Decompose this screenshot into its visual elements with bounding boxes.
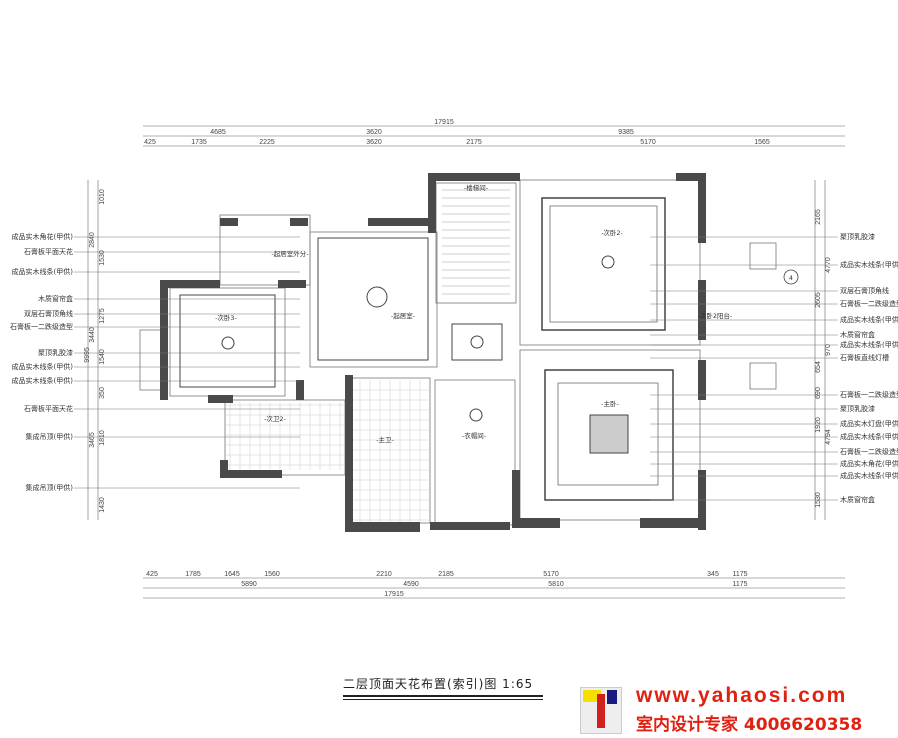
dim-top: 2175 (466, 139, 482, 146)
callout-label: 木质窗帘盒 (840, 330, 875, 339)
dim-top: 1735 (191, 139, 207, 146)
brand-tagline: 室内设计专家 4006620358 (636, 715, 863, 735)
dim-top: 2225 (259, 139, 275, 146)
callout-label: 木质窗帘盒 (840, 495, 875, 504)
room-label-closet: -衣帽间- (462, 431, 487, 440)
dim-right: 2165 (815, 209, 822, 225)
dim-left: 1810 (99, 430, 106, 446)
brand-url[interactable]: www.yahaosi.com (636, 684, 848, 707)
dim-left: 1540 (99, 349, 106, 365)
callout-label: 集成吊顶(甲供) (26, 432, 74, 441)
callout-label: 成品实木线条(甲供) (840, 315, 898, 324)
dim-bottom: 4590 (403, 581, 419, 588)
callout-label: 成品实木线条(甲供) (12, 362, 74, 371)
dim-right: 1920 (815, 417, 822, 433)
callout-label: 集成吊顶(甲供) (26, 483, 74, 492)
room-label-balcony2: -次卧2阳台- (698, 311, 733, 320)
dim-right: 2605 (815, 292, 822, 308)
dim-left: 1275 (99, 308, 106, 324)
callout-label: 成品实木线条(甲供) (840, 432, 898, 441)
callout-label: 成品实木线条(甲供) (12, 376, 74, 385)
dim-top: 3620 (366, 139, 382, 146)
room-label-bedroom2: -次卧2- (601, 228, 623, 237)
callout-label: 石膏板一二跌级造型 (840, 390, 898, 399)
dim-bottom: 2210 (376, 571, 392, 578)
dim-left: 350 (99, 387, 106, 399)
callout-label: 石膏板平面天花 (24, 247, 73, 256)
callout-label: 石膏板平面天花 (24, 404, 73, 413)
index-symbol (783, 269, 799, 285)
dim-bottom: 1175 (732, 581, 747, 588)
dim-top: 425 (144, 139, 156, 146)
callout-label: 成品实木角花(甲供) (840, 459, 898, 468)
drawing-title: 二层顶面天花布置(索引)图 1:65 (343, 675, 543, 700)
dim-bottom: 2185 (438, 571, 454, 578)
walls (160, 173, 706, 532)
callout-label: 聚顶乳胶漆 (38, 348, 73, 357)
callout-label: 成品实木线条(甲供) (840, 471, 898, 480)
room-label-master_bath: -主卫- (376, 435, 394, 444)
dim-bottom: 5890 (241, 581, 257, 588)
dim-total-top: 17915 (434, 119, 454, 126)
dim-left: 3440 (89, 327, 96, 343)
dimension-lines (87, 125, 845, 599)
room-label-living: -起居室- (391, 311, 416, 320)
callout-label: 成品实木线条(甲供) (12, 267, 74, 276)
dim-top: 1565 (754, 139, 770, 146)
dim-left-total: 9995 (84, 347, 91, 363)
callout-label: 聚顶乳胶漆 (840, 404, 875, 413)
dim-left: 3465 (89, 432, 96, 448)
dim-bottom: 1645 (224, 571, 240, 578)
room-label-index_mark: 4 (789, 274, 793, 282)
dim-top: 5170 (640, 139, 656, 146)
dim-right: 654 (815, 361, 822, 373)
callout-label: 石膏板一二跌级造型 (840, 447, 898, 456)
dim-right: 690 (815, 387, 822, 399)
dim-total-bottom: 17915 (384, 591, 404, 598)
dim-left: 2840 (89, 232, 96, 248)
dim-bottom: 345 (707, 571, 719, 578)
dim-bottom: 1785 (185, 571, 201, 578)
callout-label: 石膏板直线灯槽 (840, 353, 889, 362)
callout-label: 石膏板一二跌级造型 (10, 322, 73, 331)
dim-top: 9385 (618, 129, 634, 136)
dim-bottom: 425 (146, 571, 158, 578)
dim-left: 1430 (99, 497, 106, 513)
room-label-bedroom3: -次卧3- (215, 313, 237, 322)
room-label-living_ext: -起居室外分- (271, 249, 309, 258)
callout-label: 成品实木角花(甲供) (12, 232, 74, 241)
dim-top: 4685 (210, 129, 226, 136)
room-label-master: -主卧- (601, 399, 619, 408)
dim-top: 3620 (366, 129, 382, 136)
callout-label: 成品实木线条(甲供) (840, 260, 898, 269)
dim-bottom: 5810 (548, 581, 564, 588)
room-label-stair: -楼梯间- (464, 183, 489, 192)
dim-right: 970 (825, 344, 832, 356)
floor-plan: -次卧3- -起居室外分- -起居室- -楼梯间- -次卧2- -次卧2阳台- -主卧- -次… (139, 173, 799, 532)
callout-label: 木质窗帘盒 (38, 294, 73, 303)
callout-label: 双层石膏顶角线 (24, 309, 73, 318)
dim-bottom: 1175 (732, 571, 747, 578)
dim-bottom: 5170 (543, 571, 559, 578)
dim-bottom: 1560 (264, 571, 280, 578)
callout-label: 成品实木灯盘(甲供) (840, 419, 898, 428)
callout-label: 石膏板一二跌级造型 (840, 299, 898, 308)
callout-label: 成品实木线条(甲供) (840, 340, 898, 349)
room-label-bath2: -次卫2- (264, 414, 286, 423)
callout-label: 双层石膏顶角线 (840, 286, 889, 295)
callout-label: 聚顶乳胶漆 (840, 232, 875, 241)
dim-left: 1530 (99, 250, 106, 266)
dim-left: 1010 (99, 189, 106, 205)
brand-logo (580, 687, 622, 734)
